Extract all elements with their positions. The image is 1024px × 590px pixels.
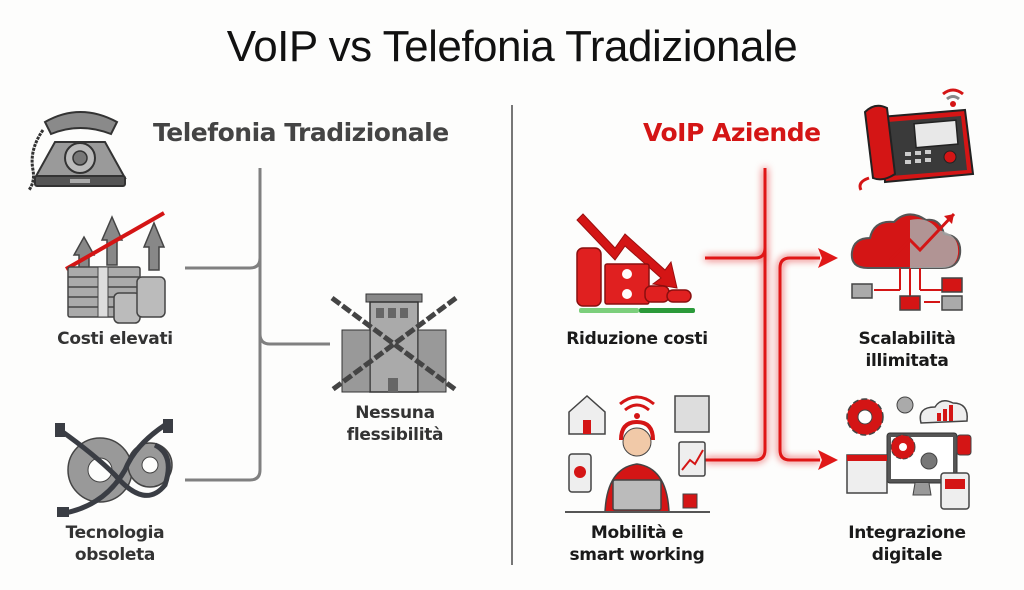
broken-gears-cables-icon	[55, 419, 173, 517]
remote-worker-icon	[565, 394, 710, 513]
traditional-connectors	[185, 168, 330, 482]
page-title: VoIP vs Telefonia Tradizionale	[226, 22, 798, 71]
chained-building-icon	[330, 293, 458, 393]
traditional-heading: Telefonia Tradizionale	[153, 118, 449, 147]
integrazione-digitale-label: Integrazione digitale	[848, 523, 966, 565]
scalabilita-illimitata-label: Scalabilità illimitata	[858, 329, 956, 371]
rotary-phone-icon	[27, 111, 127, 191]
rising-costs-money-icon	[65, 211, 166, 324]
digital-integration-icon	[846, 396, 972, 510]
center-divider	[511, 105, 513, 565]
voip-heading: VoIP Aziende	[643, 118, 821, 147]
falling-costs-money-icon	[576, 213, 695, 313]
tecnologia-obsoleta-label: Tecnologia obsoleta	[65, 523, 165, 565]
cloud-scalability-icon	[850, 212, 963, 311]
costi-elevati-label: Costi elevati	[57, 329, 173, 349]
riduzione-costi-label: Riduzione costi	[566, 329, 708, 349]
voip-desk-phone-icon	[858, 88, 975, 191]
nessuna-flessibilita-label: Nessuna flessibilità	[346, 403, 444, 445]
mobilita-smart-working-label: Mobilità e smart working	[569, 523, 705, 565]
